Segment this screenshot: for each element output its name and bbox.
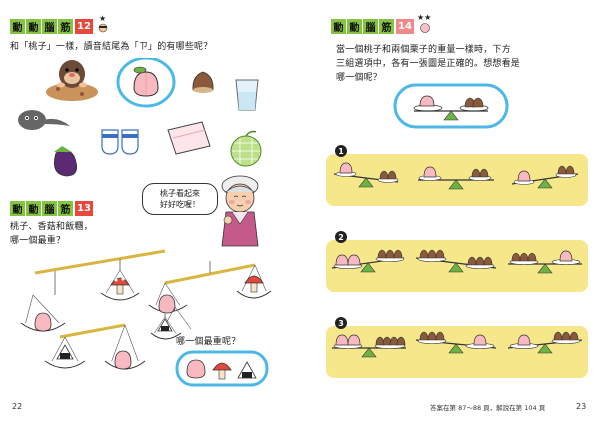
peach-icon xyxy=(158,294,176,314)
option-balances xyxy=(331,162,583,358)
eraser-icon xyxy=(167,121,211,155)
option2-balance-c xyxy=(508,250,582,274)
puzzle-number: 14 xyxy=(396,18,414,34)
header-char: 腦 xyxy=(42,18,57,34)
question-13-line1: 桃子、香菇和飯糰， xyxy=(10,222,93,232)
answer-oval-13 xyxy=(175,350,269,387)
question-13-line2: 哪一個最重？ xyxy=(10,236,66,246)
bubble-line1: 桃子看起來 xyxy=(160,189,200,198)
option-badge-2: 2 xyxy=(335,231,347,243)
peach-icon xyxy=(186,359,206,379)
option2-balance-b xyxy=(415,249,497,273)
basket-onigiri-right xyxy=(150,316,182,340)
header-char: 筋 xyxy=(379,18,394,34)
glass-icon xyxy=(235,79,259,111)
header-char: 腦 xyxy=(363,18,378,34)
header-char: 腦 xyxy=(42,200,57,216)
chestnut-icon xyxy=(472,97,484,108)
question-14-line2: 三組選項中，各有一張圖是正確的。想想看是 xyxy=(336,59,521,69)
question-12: 和「桃子」一樣，讀音結尾為「ㄗ」的有哪些呢？ xyxy=(10,42,213,52)
star-icon: ★★ xyxy=(417,13,431,22)
tadpole-icon xyxy=(18,110,70,130)
star-icon: ★ xyxy=(99,14,106,23)
option3-balance-c xyxy=(507,331,583,354)
example-balance xyxy=(393,83,509,129)
mole-icon xyxy=(46,60,98,101)
peach-icon xyxy=(420,23,430,33)
peach-icon xyxy=(419,95,435,107)
option-badge-3: 3 xyxy=(335,317,347,329)
question-14-line1: 當一個桃子和兩個栗子的重量一樣時，下方 xyxy=(336,45,511,55)
peach-highlight xyxy=(116,58,176,108)
answer-prompt-13: 哪一個最重呢？ xyxy=(176,337,241,347)
puzzle13-header: 動 動 腦 筋 13 xyxy=(10,200,93,216)
basket-mushroom-1 xyxy=(100,269,140,301)
basket-peach-1 xyxy=(20,294,66,332)
option-badge-1: 1 xyxy=(335,145,347,157)
basket-mushroom-2 xyxy=(236,264,272,299)
option2-balance-a xyxy=(331,249,405,273)
basket-onigiri-left xyxy=(44,336,86,369)
option1-balance-b xyxy=(418,166,494,190)
option1-balance-c xyxy=(511,165,579,189)
eggplant-icon xyxy=(53,146,78,177)
header-char: 動 xyxy=(26,200,41,216)
header-char: 動 xyxy=(10,18,25,34)
puzzle-number: 12 xyxy=(75,18,93,34)
option3-balance-b xyxy=(415,331,497,354)
puzzle14-header: 動 動 腦 筋 14 xyxy=(331,18,414,34)
basket-peach-bottom xyxy=(104,324,146,370)
option1-balance-a xyxy=(333,162,399,188)
puzzle13-mobile xyxy=(20,249,272,370)
puzzle-number: 13 xyxy=(75,200,93,216)
mushroom-icon xyxy=(244,275,264,284)
peach-icon xyxy=(114,350,132,370)
question-14-line3: 哪一個呢？ xyxy=(336,73,383,83)
grandma-icon xyxy=(221,175,259,247)
header-char: 動 xyxy=(10,200,25,216)
difficulty-rating: ★ xyxy=(98,14,108,33)
page-number-left: 22 xyxy=(12,402,23,411)
chestnut-icon xyxy=(192,71,214,93)
puzzle12-illustration xyxy=(18,58,262,177)
basket-peach-2 xyxy=(148,282,188,314)
melon-icon xyxy=(230,130,262,167)
shoes-icon xyxy=(101,129,139,155)
speech-bubble: 桃子看起來 好好吃喔！ xyxy=(142,183,218,215)
puzzle12-header: 動 動 腦 筋 12 xyxy=(10,18,93,34)
option3-balance-a xyxy=(332,334,406,358)
page-number-right: 23 xyxy=(576,402,587,411)
mushroom-icon xyxy=(110,277,130,286)
header-char: 筋 xyxy=(58,18,73,34)
peach-icon xyxy=(34,312,52,332)
header-char: 動 xyxy=(26,18,41,34)
header-char: 動 xyxy=(331,18,346,34)
bubble-line2: 好好吃喔！ xyxy=(160,200,200,209)
header-char: 筋 xyxy=(58,200,73,216)
header-char: 動 xyxy=(347,18,362,34)
mushroom-icon xyxy=(212,362,232,371)
difficulty-rating: ★★ xyxy=(417,13,431,33)
answer-reference: 答案在第 87～88 頁，解說在第 104 頁 xyxy=(430,404,546,412)
